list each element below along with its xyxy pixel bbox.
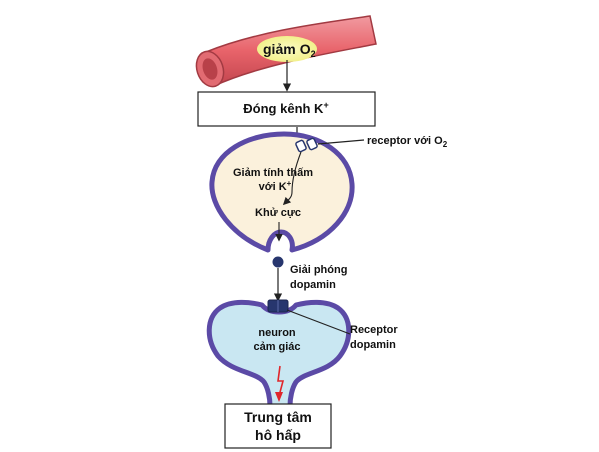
- dopamine-receptor-pointer: [286, 309, 351, 335]
- o2-subscript: 2: [311, 49, 316, 59]
- o2-receptor-label: receptor với O: [367, 135, 443, 147]
- dopamine-vesicle: [272, 256, 284, 268]
- dopamine-receptor: [267, 299, 289, 313]
- k-channel-superscript: +: [323, 100, 328, 110]
- o2-symbol: O: [300, 41, 311, 57]
- respiratory-center-box: Trung tâm hô hấp: [224, 403, 332, 449]
- neuron-line2: cảm giác: [253, 341, 300, 353]
- svg-text:receptor với O2: receptor với O2: [367, 135, 448, 149]
- glomus-cell: [209, 131, 355, 253]
- dopamine-release-line2: dopamin: [290, 279, 336, 291]
- neuron-line1: neuron: [258, 327, 296, 339]
- sensory-neuron: [206, 299, 352, 409]
- cell-line-potassium: với K: [259, 181, 287, 193]
- o2-receptor-pointer: [317, 139, 365, 145]
- respiratory-center-line2: hô hấp: [255, 427, 301, 443]
- cell-potassium-superscript: +: [287, 179, 292, 188]
- k-channel-label: Đóng kênh K: [243, 101, 324, 116]
- k-channel-box: Đóng kênh K+: [197, 91, 376, 127]
- svg-text:Đóng kênh K+: Đóng kênh K+: [243, 100, 328, 116]
- o2-receptor: [295, 137, 318, 153]
- dopamine-release-line1: Giải phóng: [290, 264, 347, 276]
- svg-text:với K+: với K+: [259, 179, 292, 193]
- dopamine-receptor-line1: Receptor: [350, 324, 398, 336]
- low-o2-label: giảm: [263, 41, 296, 57]
- arrow-receptor-to-permeability: [282, 151, 302, 206]
- cell-line-depolarization: Khử cực: [255, 207, 301, 219]
- o2-receptor-subscript: 2: [443, 140, 448, 149]
- cell-line-permeability: Giảm tính thấm: [233, 167, 313, 179]
- nerve-signal-arrow: [275, 365, 285, 402]
- respiratory-center-line1: Trung tâm: [244, 409, 312, 425]
- dopamine-receptor-line2: dopamin: [350, 339, 396, 351]
